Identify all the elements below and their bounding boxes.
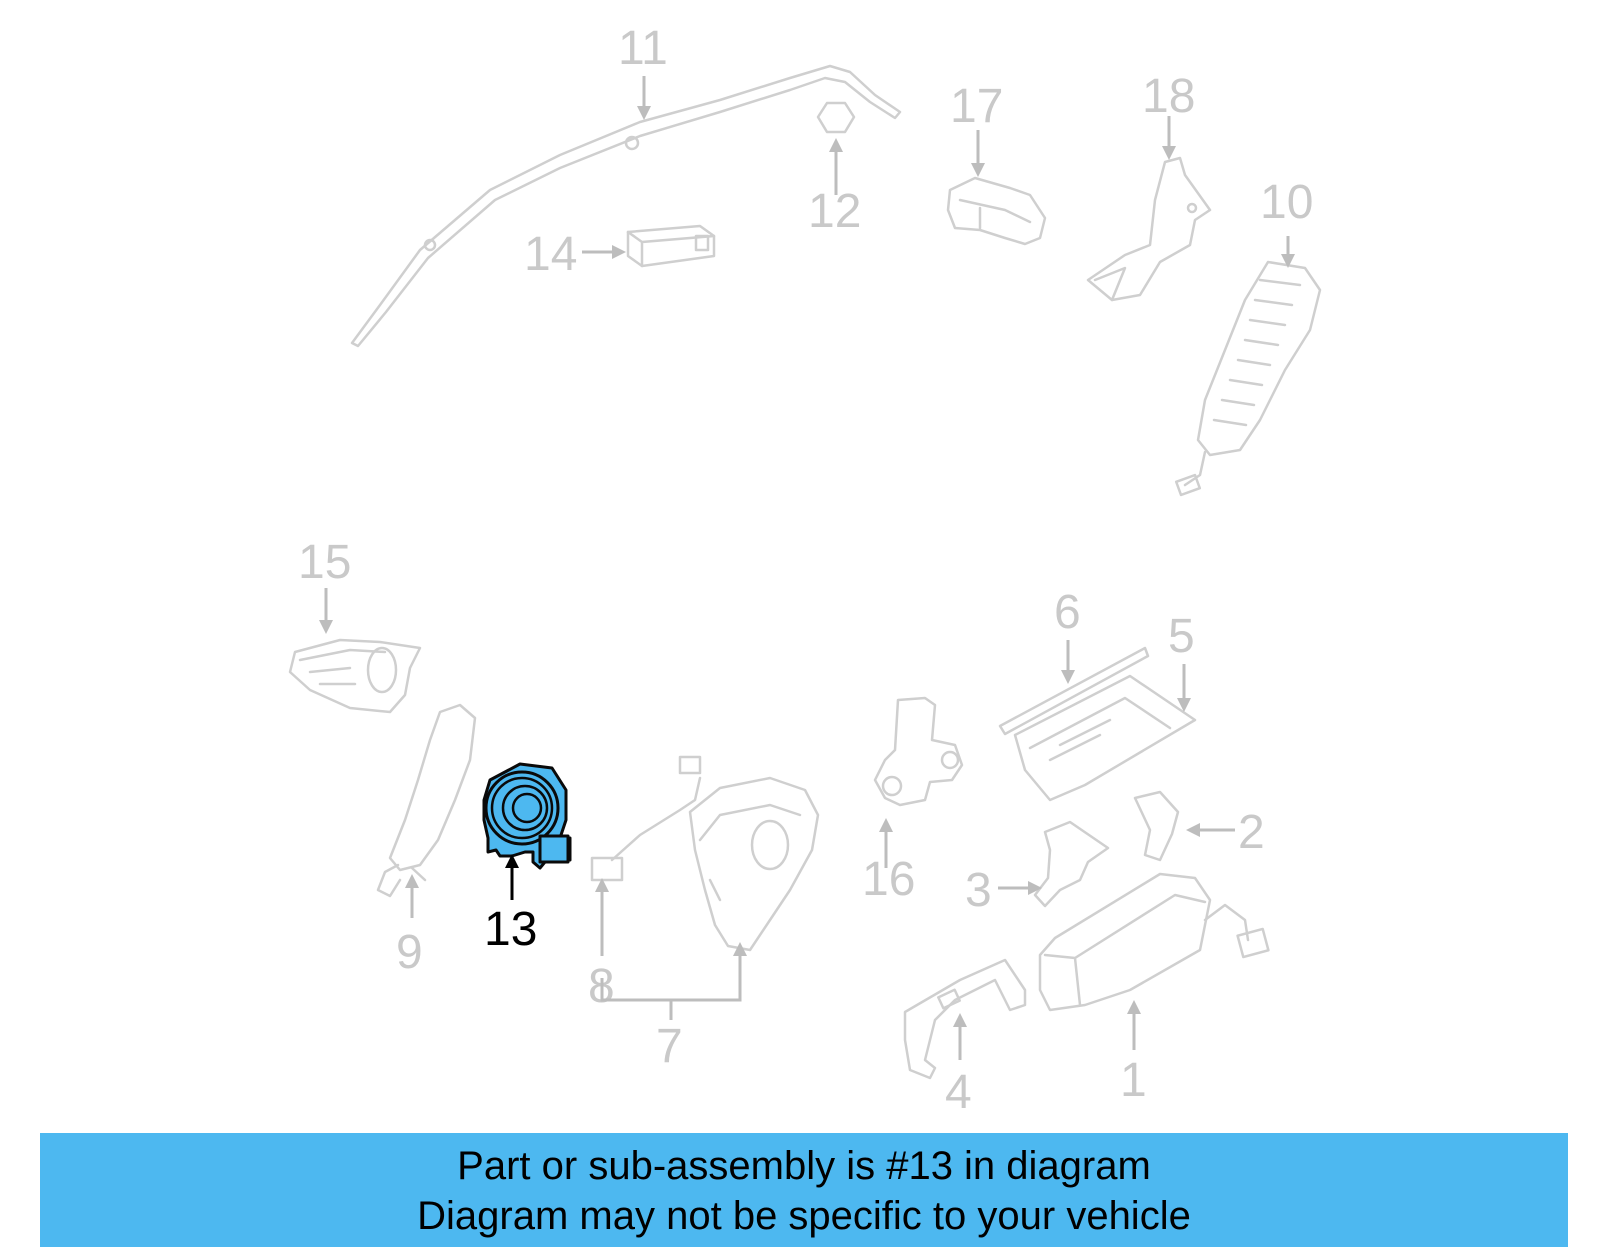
part-15-module (288, 638, 422, 714)
part-13-clockspring (482, 762, 572, 870)
callout-14: 14 (524, 228, 577, 281)
part-7-driver-airbag (590, 755, 820, 952)
callout-11: 11 (618, 22, 668, 75)
callout-16: 16 (862, 853, 915, 906)
part-10-side-airbag (1174, 260, 1322, 497)
part-14-module (626, 224, 716, 268)
callout-7: 7 (656, 1020, 683, 1073)
part-11-curtain-airbag (350, 64, 902, 348)
callout-13: 13 (484, 903, 537, 956)
callout-4: 4 (945, 1066, 972, 1119)
callout-6: 6 (1054, 586, 1081, 639)
part-3-bracket (1033, 820, 1110, 908)
part-2-bracket (1133, 790, 1180, 862)
callout-15: 15 (298, 536, 351, 589)
part-6-mount-plate (998, 646, 1197, 802)
part-16-sensor (873, 696, 964, 807)
part-9-knee-airbag (376, 703, 477, 898)
callout-10: 10 (1260, 176, 1313, 229)
part-12-nut (816, 101, 856, 134)
callout-17: 17 (950, 80, 1003, 133)
banner-line-disclaimer: Diagram may not be specific to your vehi… (417, 1194, 1191, 1238)
banner-line-part: Part or sub-assembly is #13 in diagram (457, 1144, 1151, 1188)
callout-1: 1 (1120, 1054, 1147, 1107)
info-banner: Part or sub-assembly is #13 in diagram D… (40, 1133, 1568, 1247)
callout-9: 9 (396, 926, 423, 979)
part-4-bracket (903, 958, 1027, 1080)
callout-3: 3 (965, 864, 992, 917)
part-18-bracket (1086, 156, 1212, 302)
callout-2: 2 (1238, 806, 1265, 859)
callout-12: 12 (808, 185, 861, 238)
callout-5: 5 (1168, 610, 1195, 663)
callout-18: 18 (1142, 70, 1195, 123)
part-1-passenger-airbag (1038, 872, 1270, 1012)
part-17-sensor (946, 176, 1047, 246)
